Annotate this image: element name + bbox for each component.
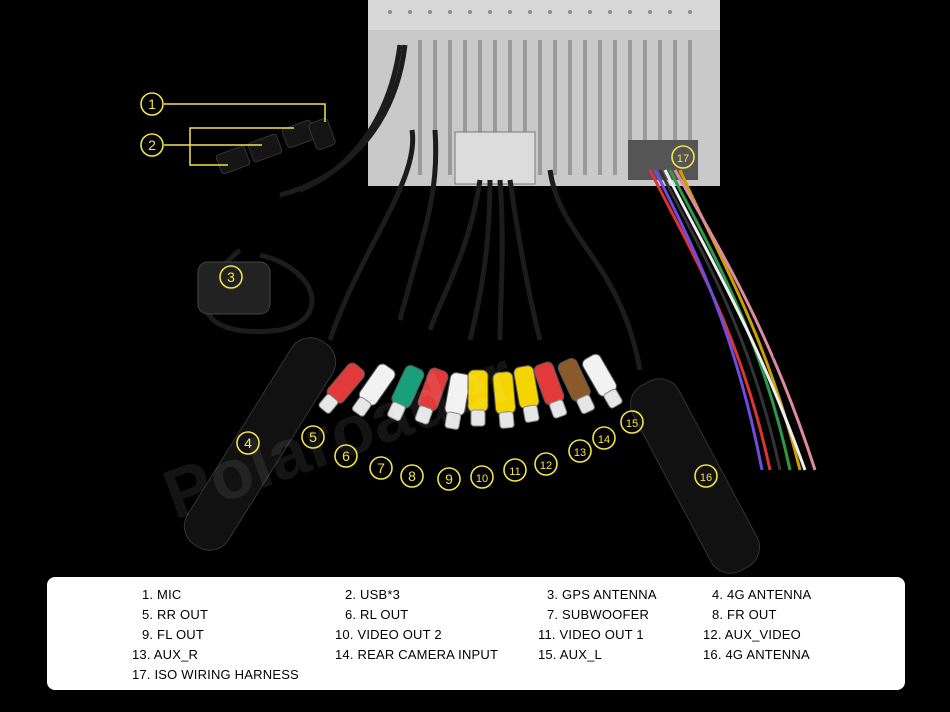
badge-circle	[301, 425, 325, 449]
legend-item-16: 16. 4G ANTENNA	[703, 647, 810, 662]
rca-plug	[492, 371, 517, 429]
legend-item-14: 14. REAR CAMERA INPUT	[335, 647, 499, 662]
rca-plug	[414, 367, 449, 425]
badge-circle	[400, 464, 424, 488]
badge-label: 16	[700, 472, 712, 484]
badge-circle	[592, 426, 616, 450]
badge-label: 3	[227, 269, 235, 285]
legend-item-5: 5. RR OUT	[142, 607, 209, 622]
head-unit	[368, 0, 720, 186]
rca-plug	[557, 358, 595, 415]
badge-circle	[219, 265, 243, 289]
legend-item-6: 6. RL OUT	[345, 607, 409, 622]
iso-harness	[648, 169, 817, 471]
badge-label: 7	[377, 460, 385, 476]
badge-label: 5	[309, 429, 317, 445]
rca-plug	[387, 365, 425, 422]
badge-circle	[694, 464, 718, 488]
rca-plug	[318, 362, 365, 414]
badge-circle	[671, 145, 695, 169]
legend-item-12: 12. AUX_VIDEO	[703, 627, 801, 642]
legend-item-2: 2. USB*3	[345, 587, 401, 602]
legend-item-7: 7. SUBWOOFER	[547, 607, 650, 622]
legend-item-15: 15. AUX_L	[538, 647, 602, 662]
watermark: Polaroader	[153, 336, 523, 534]
badge-label: 14	[598, 434, 610, 446]
badge-label: 9	[445, 471, 453, 487]
usb-plugs	[215, 118, 336, 175]
legend-item-10: 10. VIDEO OUT 2	[335, 627, 442, 642]
rca-plug	[444, 372, 471, 430]
legend-item-1: 1. MIC	[142, 587, 182, 602]
legend-item-17: 17. ISO WIRING HARNESS	[132, 667, 299, 682]
rca-plug	[533, 361, 568, 419]
badge-label: 10	[476, 473, 488, 485]
rca-plug	[513, 365, 540, 423]
badge-label: 13	[574, 447, 586, 459]
badge-circle	[470, 465, 494, 489]
legend-item-3: 3. GPS ANTENNA	[547, 587, 657, 602]
badge-circle	[369, 456, 393, 480]
badge-circle	[334, 444, 358, 468]
legend-item-9: 9. FL OUT	[142, 627, 204, 642]
badge-circle	[534, 452, 558, 476]
rca-plug	[582, 353, 623, 409]
badge-circle	[568, 439, 592, 463]
badge-label: 8	[408, 468, 416, 484]
rca-plug	[467, 369, 489, 427]
badge-label: 1	[148, 96, 156, 112]
callout-lines	[164, 103, 326, 166]
badge-label: 6	[342, 448, 350, 464]
badge-label: 17	[677, 153, 689, 165]
badge-circle	[140, 92, 164, 116]
badge-circle	[503, 458, 527, 482]
badge-label: 4	[244, 435, 252, 451]
antenna-4g-left	[183, 337, 337, 551]
badge-label: 11	[509, 466, 520, 478]
badge-circle	[620, 410, 644, 434]
rca-plug	[352, 363, 396, 417]
legend-panel: 1. MIC 2. USB*3 3. GPS ANTENNA 4. 4G ANT…	[47, 577, 905, 690]
legend-item-11: 11. VIDEO OUT 1	[538, 627, 644, 642]
cables	[202, 44, 643, 371]
legend-item-4: 4. 4G ANTENNA	[712, 587, 812, 602]
wire-tag-ground: GROUND	[772, 336, 807, 362]
badge-circle	[140, 133, 164, 157]
badge-circle	[437, 467, 461, 491]
badge-label: 15	[626, 418, 638, 430]
badge-label: 2	[148, 137, 156, 153]
legend-item-8: 8. FR OUT	[712, 607, 777, 622]
legend-item-13: 13. AUX_R	[132, 647, 199, 662]
rca-connectors	[318, 353, 623, 430]
badge-label: 12	[540, 460, 552, 472]
badge-circle	[236, 431, 260, 455]
